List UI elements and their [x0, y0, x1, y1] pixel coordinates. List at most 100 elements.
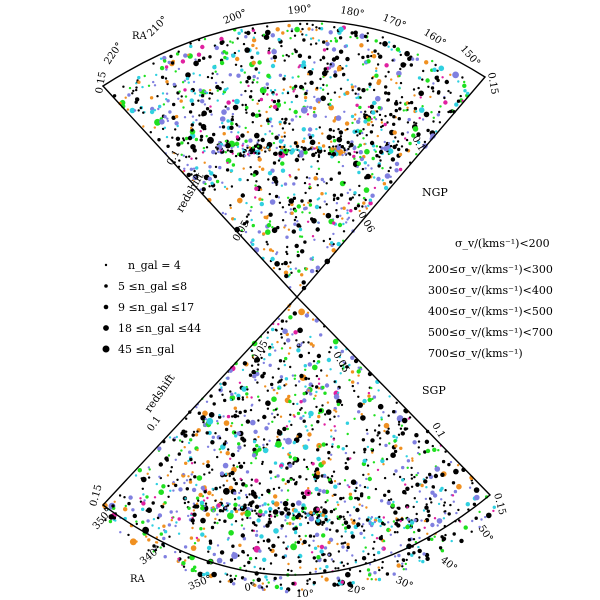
sgp-cluster-point — [320, 369, 323, 372]
sgp-cluster-point — [377, 518, 382, 523]
ngp-cluster-point — [389, 166, 392, 169]
ngp-cluster-point — [240, 65, 243, 68]
ngp-cluster-point — [303, 66, 307, 70]
sgp-cluster-point — [204, 417, 207, 421]
sgp-cluster-point — [264, 385, 267, 388]
sgp-cluster-point — [146, 472, 149, 475]
ngp-cluster-point — [225, 168, 230, 172]
ngp-cluster-point — [412, 88, 416, 91]
ngp-cluster-point — [449, 109, 453, 114]
ngp-cluster-point — [301, 139, 305, 144]
sgp-cluster-point — [284, 482, 287, 485]
sgp-cluster-point — [382, 516, 385, 519]
sgp-cluster-point — [314, 467, 320, 472]
sgp-cluster-point — [371, 533, 374, 537]
sgp-cluster-point — [285, 425, 289, 428]
sgp-cluster-point — [145, 509, 148, 512]
ngp-cluster-point — [231, 217, 235, 221]
ngp-cluster-point — [430, 86, 435, 90]
sgp-cluster-point — [298, 522, 303, 527]
ngp-cluster-point — [413, 94, 416, 97]
ngp-cluster-point — [432, 116, 435, 120]
sgp-cluster-point — [285, 547, 288, 550]
sgp-ra-label: RA — [130, 574, 146, 585]
sgp-cluster-point — [357, 410, 361, 414]
sgp-cluster-point — [395, 517, 398, 520]
sgp-cluster-point — [377, 550, 381, 555]
ngp-cluster-point — [134, 100, 138, 104]
ngp-cluster-point — [191, 115, 195, 118]
sgp-cluster-point — [174, 483, 178, 488]
ngp-ra-tick-220: 220° — [102, 41, 125, 67]
ngp-cluster-point — [251, 27, 254, 30]
sgp-cluster-point — [223, 561, 226, 565]
ngp-cluster-point — [245, 220, 249, 224]
sgp-cluster-point — [159, 546, 162, 549]
ngp-cluster-point — [187, 135, 193, 141]
sgp-cluster-point — [219, 580, 222, 583]
ngp-cluster-point — [154, 118, 161, 126]
sgp-cluster-point — [321, 404, 324, 407]
sgp-cluster-point — [300, 491, 305, 495]
ngp-cluster-point — [323, 149, 326, 153]
sgp-cluster-point — [333, 394, 340, 400]
sgp-cluster-point — [356, 497, 361, 501]
ngp-cluster-point — [258, 197, 262, 201]
sgp-cluster-point — [205, 571, 210, 576]
ngp-cluster-point — [275, 252, 278, 256]
sgp-cluster-point — [202, 421, 205, 424]
sgp-cluster-point — [234, 481, 238, 486]
sgp-cluster-point — [367, 573, 372, 577]
ngp-cluster-point — [256, 51, 260, 55]
ngp-cluster-point — [200, 94, 205, 98]
sgp-cluster-point — [310, 411, 314, 415]
ngp-cluster-point — [231, 53, 236, 58]
sgp-cluster-point — [258, 496, 261, 499]
ngp-cluster-point — [244, 126, 247, 130]
ngp-cluster-point — [325, 41, 330, 47]
sgp-cluster-point — [431, 444, 434, 448]
color-legend-label-2: 200≤σ_v/(kms⁻¹)<300 — [428, 263, 553, 276]
ngp-cluster-point — [317, 155, 321, 159]
ngp-cluster-point — [240, 229, 244, 232]
ngp-cluster-point — [376, 134, 379, 138]
ngp-cluster-point — [281, 219, 285, 222]
sgp-cluster-point — [276, 435, 279, 438]
sgp-cluster-point — [307, 377, 311, 380]
ngp-cluster-point — [190, 89, 193, 93]
sgp-cluster-point — [323, 391, 327, 395]
sgp-cluster-point — [392, 500, 395, 504]
sgp-cluster-point — [213, 448, 216, 452]
sgp-cluster-point — [453, 468, 459, 475]
sgp-cluster-point — [328, 528, 332, 531]
sgp-cluster-point — [175, 435, 178, 439]
sgp-cluster-point — [410, 485, 414, 488]
ngp-cluster-point — [336, 136, 343, 143]
size-legend-label-1: n_gal = 4 — [128, 259, 181, 272]
ngp-cluster-point — [238, 177, 242, 182]
sgp-cluster-point — [230, 422, 234, 425]
ngp-cluster-point — [231, 115, 234, 119]
sgp-cluster-point — [291, 374, 295, 377]
ngp-cluster-point — [275, 146, 278, 150]
sgp-cluster-point — [300, 342, 303, 345]
ngp-cluster-point — [311, 28, 314, 31]
ngp-cluster-point — [304, 191, 307, 195]
sgp-cluster-point — [321, 442, 326, 447]
ngp-cluster-point — [161, 127, 165, 131]
sgp-cluster-point — [368, 563, 372, 566]
sgp-cluster-point — [236, 465, 239, 468]
sgp-cluster-point — [381, 566, 384, 569]
sgp-cluster-point — [262, 443, 265, 447]
sgp-cluster-point — [377, 389, 380, 392]
ngp-cluster-point — [143, 74, 146, 78]
ngp-cluster-point — [392, 130, 397, 135]
sgp-cluster-point — [227, 536, 230, 540]
sgp-cluster-point — [299, 416, 303, 420]
ngp-cluster-point — [167, 60, 171, 65]
sgp-cluster-point — [222, 462, 229, 469]
sgp-cluster-point — [336, 391, 340, 394]
sgp-cluster-point — [195, 502, 199, 505]
ngp-cluster-point — [349, 35, 352, 39]
sgp-cluster-point — [161, 484, 166, 489]
